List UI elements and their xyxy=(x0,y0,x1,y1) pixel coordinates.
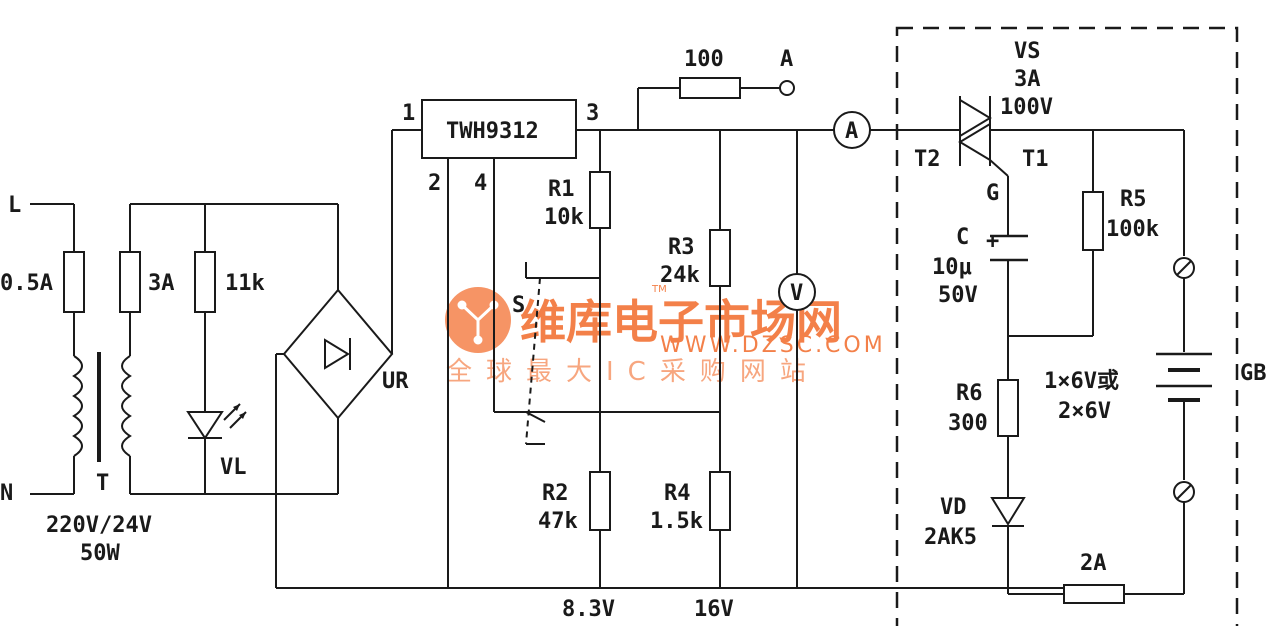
label-transformer: 220V/24V xyxy=(46,513,152,538)
resistor-R6 xyxy=(997,379,1019,437)
label-pin2: 2 xyxy=(428,171,441,196)
ammeter-icon xyxy=(833,111,871,149)
label-R4-value: 1.5k xyxy=(650,509,703,534)
resistor-R4 xyxy=(709,471,731,531)
mains-input xyxy=(30,203,338,495)
label-VD-value: 2AK5 xyxy=(924,525,977,550)
label-L: L xyxy=(8,193,21,218)
label-8.3V: 8.3V xyxy=(562,597,615,622)
label-VS-voltage: 100V xyxy=(1000,95,1053,120)
bridge-diode-icon xyxy=(324,338,350,370)
resistor-R3 xyxy=(709,229,731,287)
resistor-11k xyxy=(194,251,216,313)
label-R2-value: 47k xyxy=(538,509,578,534)
label-100: 100 xyxy=(684,47,724,72)
label-R4: R4 xyxy=(664,481,691,506)
label-R5-value: 100k xyxy=(1106,217,1159,242)
triac-VS xyxy=(898,96,1184,236)
label-battery-line1: 1×6V或 xyxy=(1044,368,1119,394)
led-VL-icon xyxy=(186,411,224,440)
watermark-tm: TM xyxy=(651,284,667,295)
resistor-100 xyxy=(679,77,741,99)
label-fuse-0.5A: 0.5A xyxy=(0,271,53,296)
terminal-A xyxy=(779,80,795,96)
resistor-R2 xyxy=(589,471,611,531)
label-ic: TWH9312 xyxy=(446,119,539,144)
label-R2: R2 xyxy=(542,481,569,506)
label-fuse-2A: 2A xyxy=(1080,551,1107,576)
label-C-voltage: 50V xyxy=(938,283,978,308)
battery-GB xyxy=(1156,130,1212,594)
watermark-slogan: 全球最大IC采购网站 xyxy=(446,357,820,387)
fuse-3A xyxy=(119,251,141,313)
resistor-R5 xyxy=(1082,191,1104,251)
label-pin3: 3 xyxy=(586,101,599,126)
transformer-primary-coil xyxy=(72,355,83,457)
label-R3-value: 24k xyxy=(660,263,700,288)
label-T1: T1 xyxy=(1022,147,1049,172)
label-UR: UR xyxy=(382,369,409,394)
label-C-plus: + xyxy=(986,229,999,254)
label-R1-value: 10k xyxy=(544,205,584,230)
switch-S xyxy=(525,262,600,445)
fuse-0.5A xyxy=(63,251,85,313)
label-terminal-A: A xyxy=(780,47,793,72)
label-ammeter: A xyxy=(845,119,858,144)
label-R5: R5 xyxy=(1120,187,1147,212)
ic-TWH9312 xyxy=(421,99,577,159)
label-R1: R1 xyxy=(548,177,575,202)
label-T2: T2 xyxy=(914,147,941,172)
label-N: N xyxy=(0,481,13,506)
fuse-2A xyxy=(1063,584,1125,604)
watermark-url: WWW.DZSC.COM xyxy=(660,333,886,358)
bridge-rectifier-UR xyxy=(275,129,422,588)
label-fuse-3A: 3A xyxy=(148,271,175,296)
label-voltmeter: V xyxy=(790,281,803,306)
label-T: T xyxy=(96,471,109,496)
charger-module-box xyxy=(895,26,1239,626)
label-transformer-power: 50W xyxy=(80,541,120,566)
label-G: G xyxy=(986,181,999,206)
label-VS-current: 3A xyxy=(1014,67,1041,92)
label-GB: GB xyxy=(1240,361,1267,386)
label-R3: R3 xyxy=(668,235,695,260)
label-11k: 11k xyxy=(225,271,265,296)
label-battery-line2: 2×6V xyxy=(1058,399,1111,424)
label-16V: 16V xyxy=(694,597,734,622)
resistor-R1 xyxy=(589,171,611,229)
diode-VD-icon xyxy=(990,497,1026,526)
label-S: S xyxy=(512,293,525,318)
label-C: C xyxy=(956,225,969,250)
label-pin1: 1 xyxy=(402,101,415,126)
transformer-secondary-coil xyxy=(121,355,132,457)
label-VS: VS xyxy=(1014,39,1041,64)
label-VL: VL xyxy=(220,455,247,480)
label-R6-value: 300 xyxy=(948,411,988,436)
label-R6: R6 xyxy=(956,381,983,406)
label-VD: VD xyxy=(940,495,967,520)
label-pin4: 4 xyxy=(474,171,487,196)
label-C-value: 10μ xyxy=(932,255,972,280)
